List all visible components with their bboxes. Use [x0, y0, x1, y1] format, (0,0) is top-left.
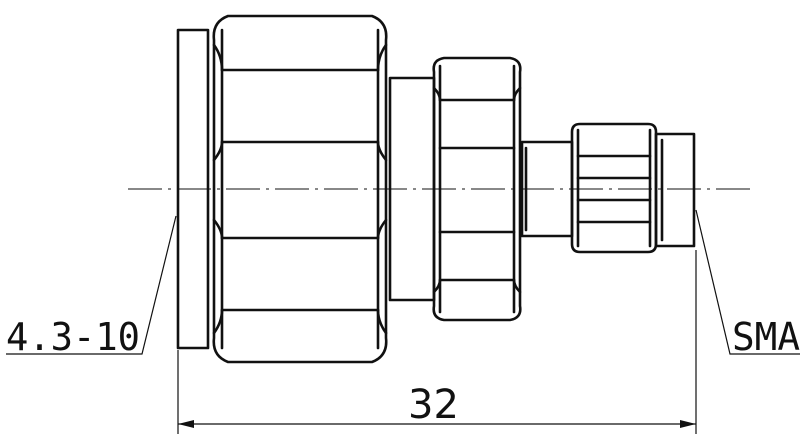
overall-length-label: 32 [408, 382, 459, 428]
sma-hex-nut [570, 122, 658, 254]
left-connector-label: 4.3-10 [6, 315, 140, 359]
medium-hex-body [432, 56, 522, 322]
dimension-arrow-left [178, 420, 194, 428]
right-connector-label: SMA [732, 315, 800, 359]
dimension-arrow-right [680, 420, 696, 428]
large-hex-nut-4310 [176, 14, 388, 364]
medium-hex-nut [432, 56, 522, 322]
sma-hex-body [570, 122, 658, 254]
left-leader-line [6, 215, 177, 355]
sma-interface [654, 132, 696, 248]
large-hex-body [212, 14, 388, 364]
right-leader-line [695, 209, 800, 355]
front-flange [176, 28, 210, 350]
